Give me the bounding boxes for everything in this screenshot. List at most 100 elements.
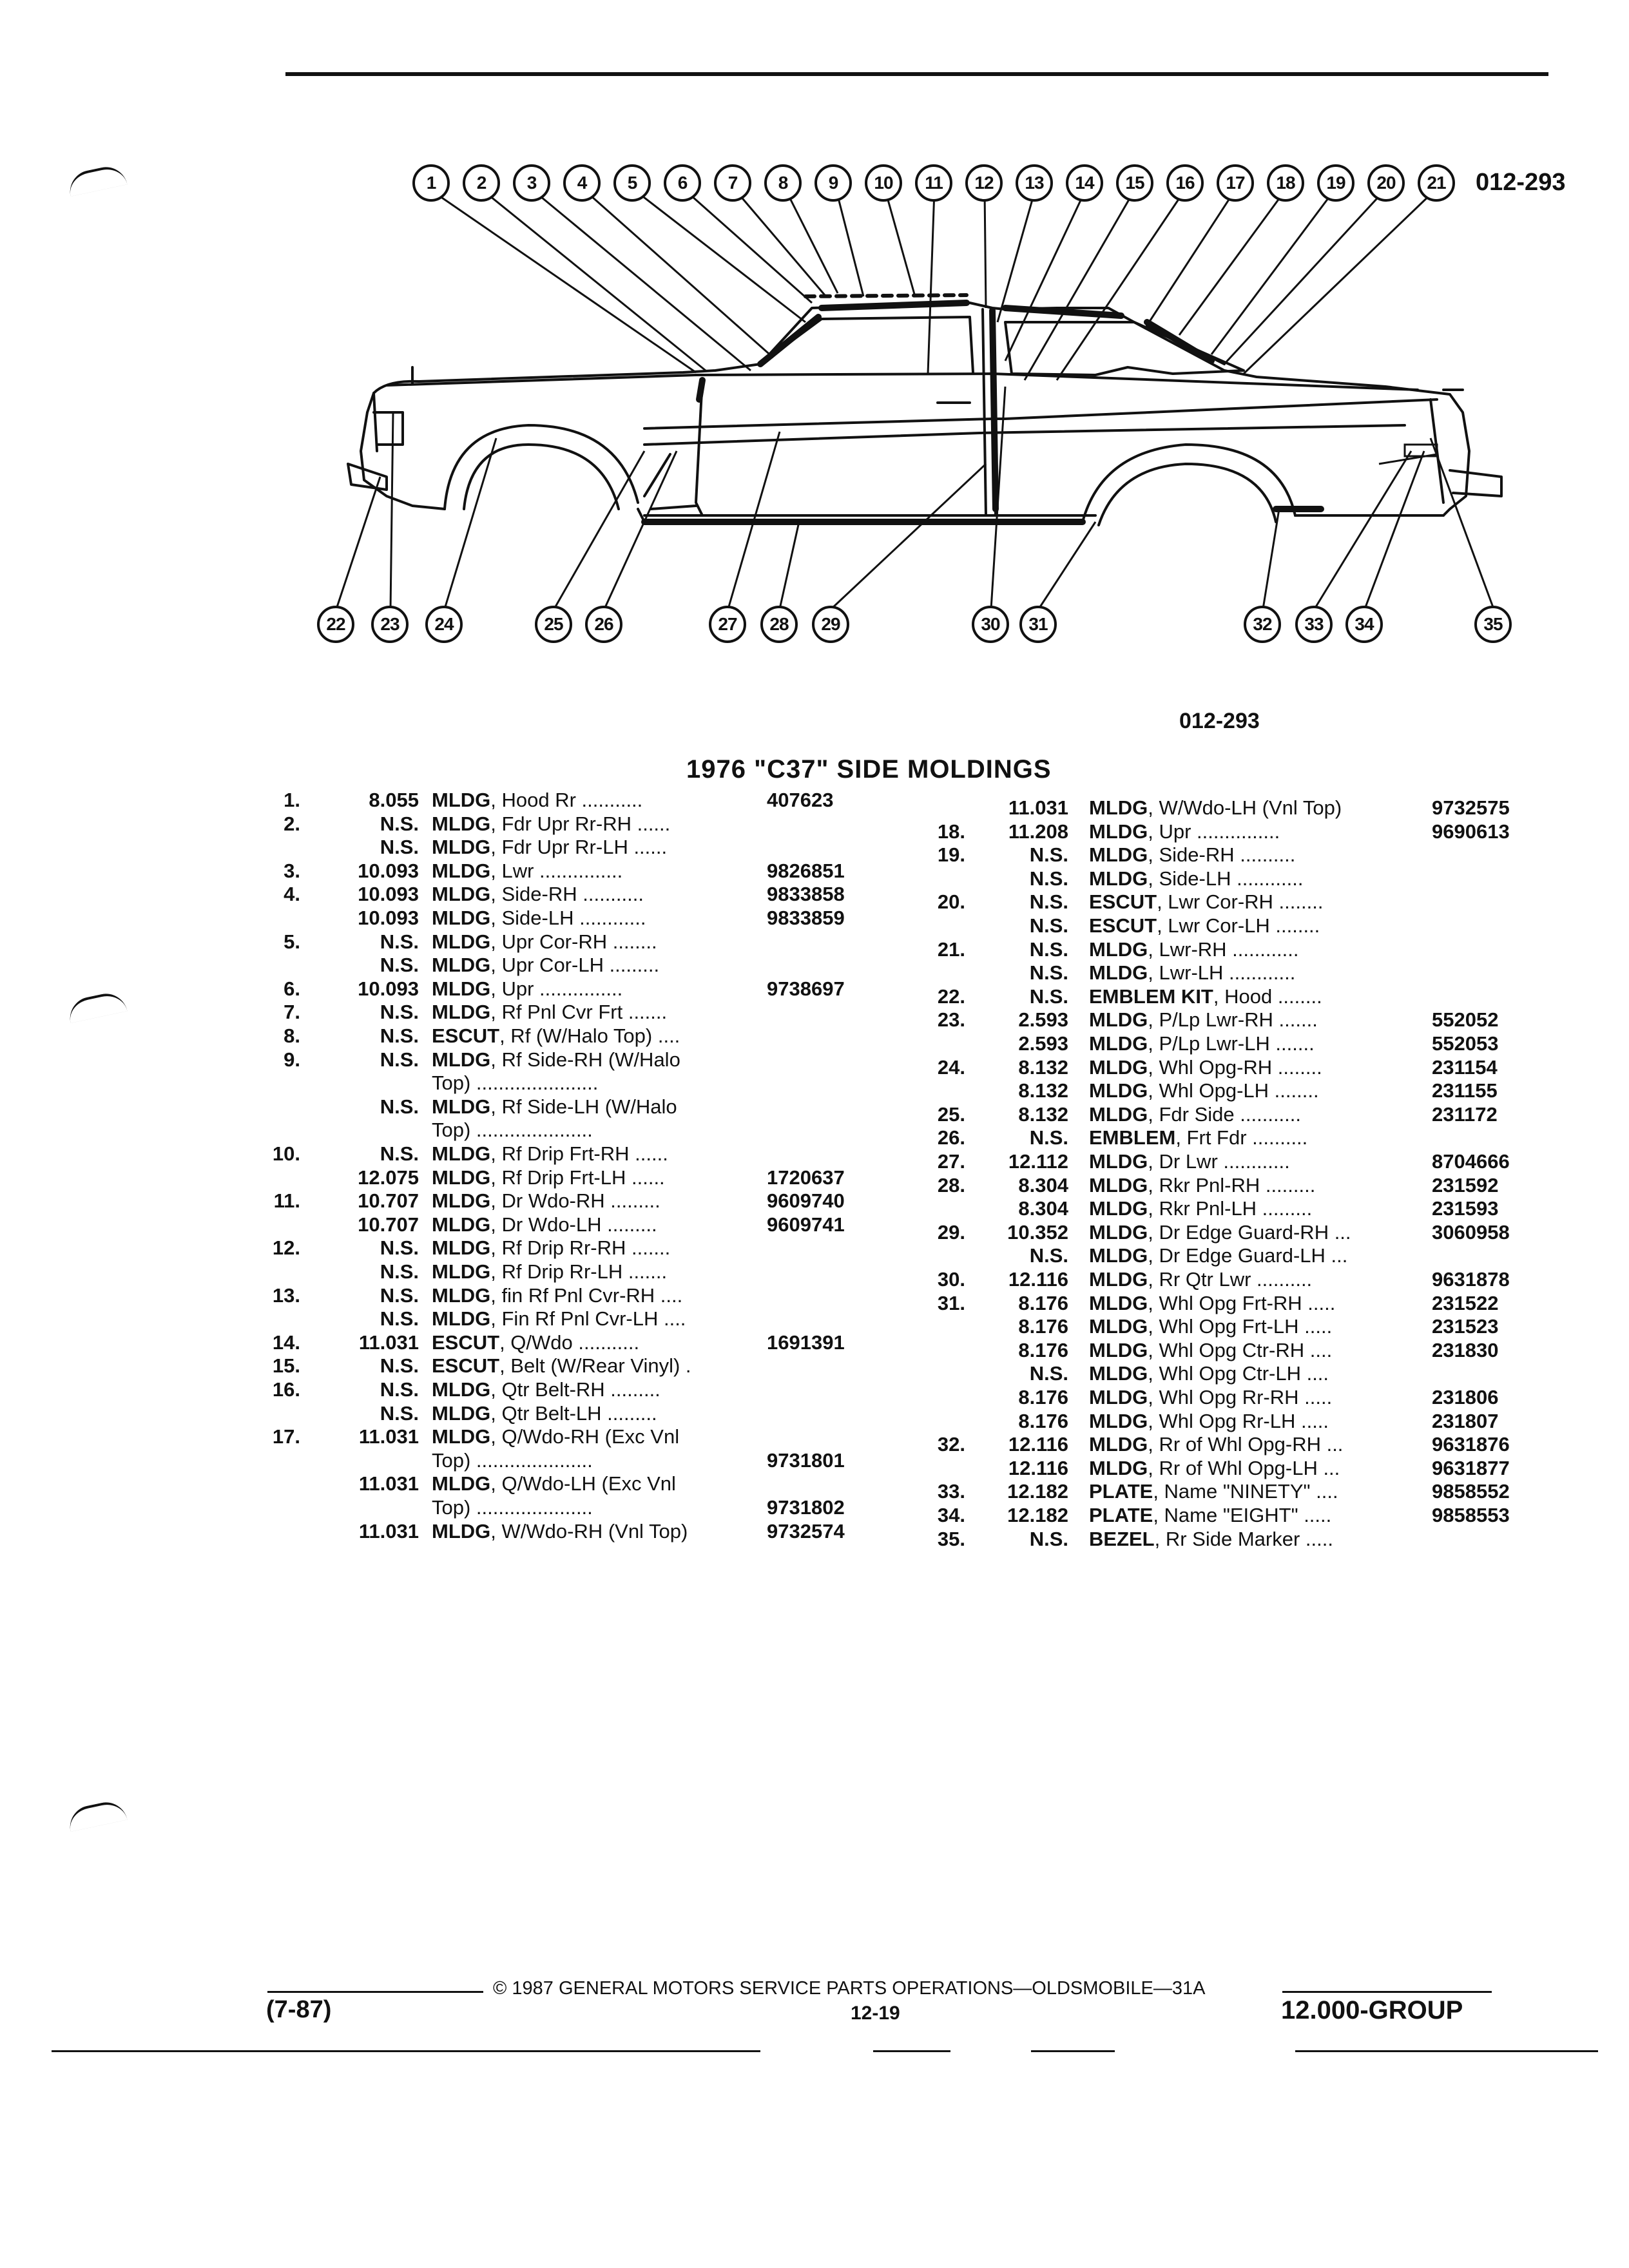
group-number: N.S. [1029,890,1068,914]
group-number: 12.182 [1007,1480,1068,1503]
part-description: BEZEL, Rr Side Marker ..... [1089,1528,1333,1551]
callout-2: 2 [463,164,500,202]
part-type: MLDG [432,1519,491,1542]
part-type: MLDG [432,1213,491,1236]
group-number: 10.707 [358,1213,419,1236]
group-number: N.S. [380,1048,419,1071]
callout-32: 32 [1244,606,1281,643]
part-description: MLDG, Whl Opg Rr-LH ..... [1089,1410,1329,1433]
footer-date: (7-87) [266,1996,332,2023]
part-detail: , Lwr-LH ............ [1148,961,1296,985]
group-number: 8.132 [1018,1102,1068,1126]
part-row: 10.N.S.MLDG, Rf Drip Frt-RH ...... [256,1142,901,1166]
part-detail: , Upr Cor-RH ........ [490,930,657,953]
part-number: 9833859 [767,907,845,929]
part-row: 7.N.S.MLDG, Rf Pnl Cvr Frt ....... [256,1001,901,1024]
bottom-rule [1295,2050,1598,2052]
part-detail: , Fdr Upr Rr-LH ...... [490,836,668,859]
diagram-code-top: 012-293 [1476,169,1566,196]
callout-17: 17 [1217,164,1254,202]
part-description: Top) ..................... [432,1449,593,1472]
part-description: MLDG, Whl Opg Ctr-RH .... [1089,1339,1332,1362]
part-number: 9609741 [767,1213,845,1236]
group-number: 11.031 [1008,796,1068,819]
part-description: MLDG, Rf Drip Rr-LH ....... [432,1260,667,1283]
part-description: MLDG, Dr Wdo-RH ......... [432,1189,660,1213]
callout-1: 1 [412,164,450,202]
item-number: 7. [284,1001,300,1024]
part-number: 231154 [1432,1055,1498,1079]
part-description: MLDG, Hood Rr ........... [432,789,642,812]
part-detail: , fin Rf Pnl Cvr-RH .... [490,1283,683,1307]
part-detail: , Upr ............... [1148,820,1280,843]
part-row: 8.N.S.ESCUT, Rf (W/Halo Top) .... [256,1024,901,1048]
part-description: MLDG, Dr Wdo-LH ......... [432,1213,657,1236]
part-detail: , Qtr Belt-RH ......... [490,1378,660,1401]
part-description: MLDG, Upr ............... [1089,820,1280,843]
part-row: 5.N.S.MLDG, Upr Cor-RH ........ [256,930,901,954]
part-detail: , Lwr-RH ............ [1148,937,1299,961]
part-detail: , Rf Drip Frt-LH ...... [490,1166,665,1189]
item-number: 6. [284,977,300,1000]
part-description: MLDG, Upr Cor-RH ........ [432,930,657,954]
group-number: 12.075 [358,1166,419,1189]
part-type: MLDG [432,1260,491,1283]
callout-14: 14 [1066,164,1103,202]
part-detail: , Rr of Whl Opg-RH ... [1148,1433,1344,1456]
part-detail: , Lwr ............... [490,859,623,882]
group-number: N.S. [1029,1527,1068,1550]
part-number: 9732575 [1432,796,1510,819]
group-number: N.S. [380,1236,419,1260]
part-description: MLDG, W/Wdo-RH (Vnl Top) [432,1520,688,1543]
group-number: 11.031 [358,1472,419,1495]
item-number: 31. [937,1291,965,1314]
part-number: 9631877 [1432,1456,1510,1479]
part-row: 9.N.S.MLDG, Rf Side-RH (W/Halo [256,1048,901,1072]
part-detail: , Qtr Belt-LH ......... [490,1401,657,1425]
part-type: MLDG [1089,1008,1148,1032]
group-number: 8.304 [1018,1173,1068,1196]
part-type: MLDG [1089,1409,1148,1432]
part-type: BEZEL [1089,1527,1155,1550]
group-number: N.S. [380,1307,419,1331]
part-description: MLDG, Fdr Upr Rr-RH ...... [432,812,670,836]
group-number: 8.176 [1018,1386,1068,1408]
part-description: MLDG, Dr Edge Guard-RH ... [1089,1221,1351,1244]
callout-34: 34 [1345,606,1383,643]
part-description: MLDG, Side-RH ........... [432,883,644,906]
group-number: 11.208 [1008,820,1068,843]
part-type: MLDG [432,859,491,882]
group-number: 10.093 [358,859,419,882]
part-number: 231523 [1432,1315,1499,1338]
part-row: N.S.MLDG, Fdr Upr Rr-LH ...... [256,836,901,859]
callout-9: 9 [815,164,852,202]
part-number: 9858552 [1432,1480,1510,1503]
group-number: N.S. [380,1142,419,1165]
part-number: 1720637 [767,1166,845,1189]
part-type: MLDG [432,883,491,906]
part-detail: , Upr ............... [490,977,623,1000]
part-type: MLDG [432,930,491,953]
item-number: 27. [937,1150,965,1173]
part-description: MLDG, Whl Opg-LH ........ [1089,1079,1319,1102]
item-number: 13. [272,1283,300,1307]
group-number: 10.093 [358,883,419,906]
part-type: MLDG [432,1166,491,1189]
part-detail: Top) ..................... [432,1119,593,1142]
group-number: 8.304 [1018,1197,1068,1220]
item-number: 3. [284,859,300,882]
part-row: 20.N.S.ESCUT, Lwr Cor-RH ........ [921,890,1566,914]
